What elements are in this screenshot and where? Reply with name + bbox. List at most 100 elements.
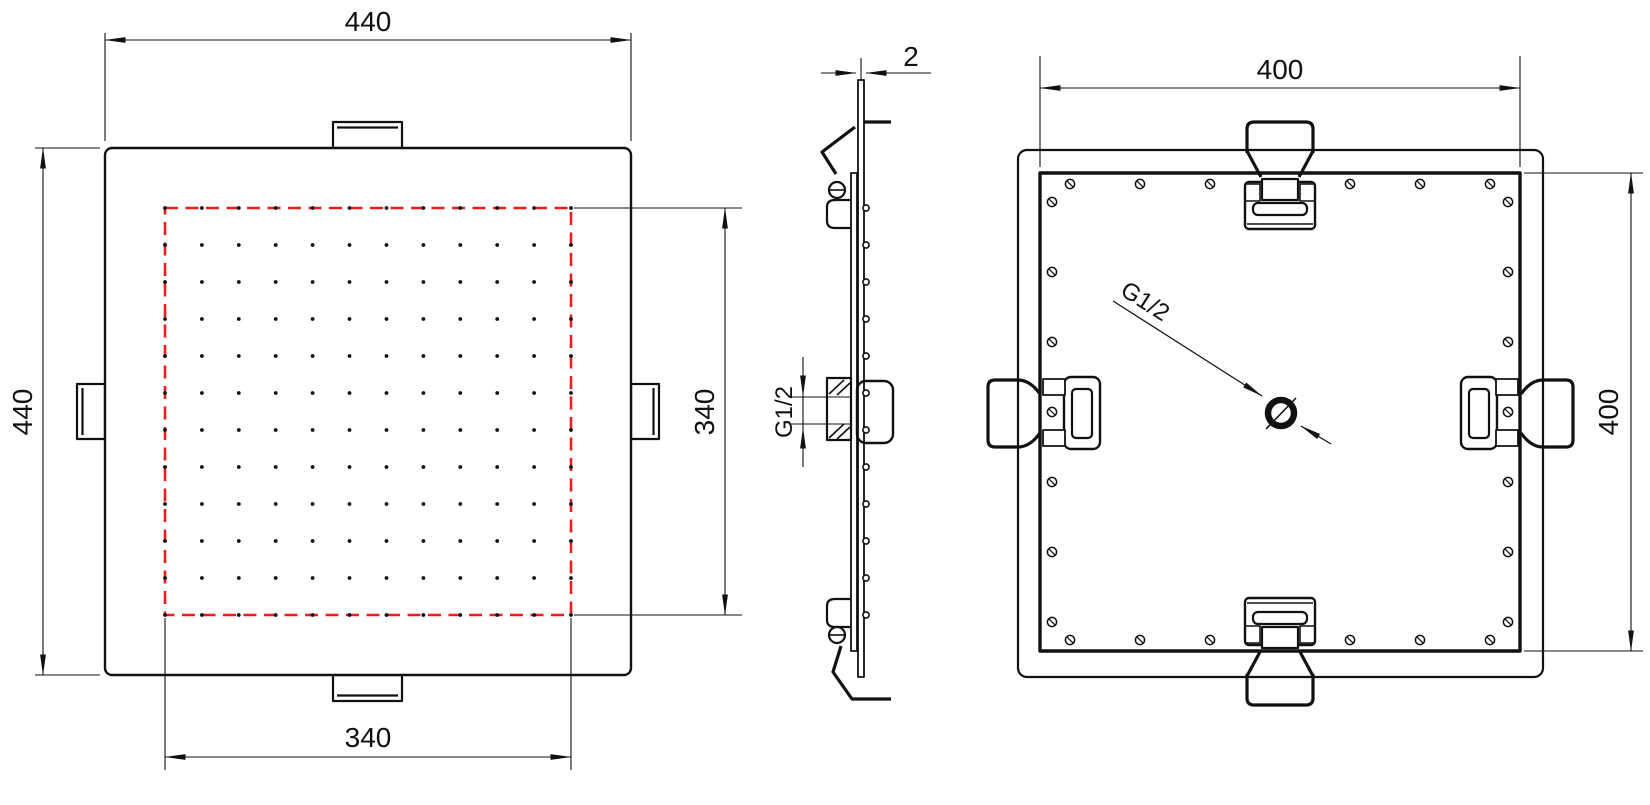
side-view: G1/2 2 xyxy=(771,41,931,701)
nozzle-dot xyxy=(495,428,500,432)
dim-label-front-height: 440 xyxy=(7,389,38,436)
side-nozzle-bump xyxy=(862,278,870,286)
nozzle-dot xyxy=(347,613,352,617)
screw xyxy=(1414,634,1426,646)
nozzle-dot xyxy=(273,539,278,543)
back-clip-left xyxy=(986,375,1102,451)
nozzle-dot xyxy=(421,280,426,284)
dim-label-spray-width: 340 xyxy=(345,722,392,753)
nozzle-dot xyxy=(273,465,278,469)
screw xyxy=(1204,178,1216,190)
nozzle-dot xyxy=(495,539,500,543)
screw xyxy=(1046,266,1058,278)
dim-label-front-width: 440 xyxy=(345,6,392,37)
nozzle-dot xyxy=(458,243,463,247)
nozzle-dot xyxy=(421,317,426,321)
nozzle-dot xyxy=(532,539,536,543)
nozzle-dot xyxy=(236,428,241,432)
nozzle-dot xyxy=(569,354,573,358)
thread-hatch xyxy=(836,382,851,396)
nozzle-dot xyxy=(236,576,241,580)
screw xyxy=(1344,178,1356,190)
dim-back-width: 400 xyxy=(1039,54,1521,167)
nozzle-dot xyxy=(421,354,426,358)
nozzle-dot xyxy=(310,539,315,543)
nozzle-dot xyxy=(236,243,241,247)
nozzle-dot xyxy=(200,465,204,469)
nozzle-dot xyxy=(532,317,536,321)
side-nozzle-bump xyxy=(862,574,870,582)
nozzle-dot xyxy=(532,576,536,580)
nozzle-dot xyxy=(163,502,167,506)
nozzle-dot xyxy=(384,317,389,321)
nozzle-dot xyxy=(347,206,352,210)
back-clip-right xyxy=(1459,375,1575,451)
nozzle-dot xyxy=(495,391,500,395)
nozzle-dot xyxy=(347,391,352,395)
nozzle-dot xyxy=(384,243,389,247)
screw xyxy=(1064,634,1076,646)
screw xyxy=(1134,178,1146,190)
nozzle-dot xyxy=(421,502,426,506)
side-top-clip-housing xyxy=(825,198,851,230)
g12-leader-line xyxy=(1112,300,1263,397)
clip-loop xyxy=(986,378,1042,449)
nozzle-dot xyxy=(347,280,352,284)
nozzle-dot xyxy=(347,539,352,543)
nozzle-dot xyxy=(532,243,536,247)
nozzle-dot xyxy=(163,243,167,247)
nozzle-dot xyxy=(384,465,389,469)
dim-label-back-width: 400 xyxy=(1257,54,1304,85)
thread-hatch xyxy=(828,379,845,395)
side-bottom-clip-housing xyxy=(825,597,851,629)
nozzle-dot xyxy=(569,280,573,284)
nozzle-dot xyxy=(163,280,167,284)
side-nozzle-bump xyxy=(862,500,870,508)
nozzle-dot xyxy=(569,428,573,432)
spray-area-outline xyxy=(163,206,573,617)
dim-label-back-height: 400 xyxy=(1593,389,1624,436)
nozzle-dot xyxy=(310,243,315,247)
nozzle-dot xyxy=(458,576,463,580)
nozzle-dot xyxy=(495,243,500,247)
nozzle-dot xyxy=(532,280,536,284)
dim-label-spray-height: 340 xyxy=(689,389,720,436)
nozzle-dot xyxy=(310,391,315,395)
front-tab-bottom xyxy=(331,673,404,703)
nozzle-dot xyxy=(569,243,573,247)
g12-leader-line-2 xyxy=(1300,425,1332,445)
nozzle-dot xyxy=(569,576,573,580)
screw-grid xyxy=(1046,178,1514,646)
nozzle-dot xyxy=(421,613,426,617)
nozzle-dot xyxy=(347,243,352,247)
nozzle-dot xyxy=(347,428,352,432)
nozzle-dot xyxy=(458,539,463,543)
nozzle-dot xyxy=(421,428,426,432)
dim-thread: G1/2 xyxy=(771,357,806,467)
side-nozzle-bump xyxy=(862,463,870,471)
nozzle-dot xyxy=(384,428,389,432)
clip-loop xyxy=(1519,378,1575,449)
nozzle-dot xyxy=(236,391,241,395)
nozzle-dot xyxy=(569,613,573,617)
nozzle-dot xyxy=(458,465,463,469)
nozzle-dot xyxy=(273,206,278,210)
back-view: G1/2 400 400 xyxy=(986,54,1643,707)
dim-thickness: 2 xyxy=(821,41,931,76)
front-tab-left xyxy=(75,382,107,441)
nozzle-dot xyxy=(458,391,463,395)
inlet-thread-block xyxy=(825,376,853,442)
screw xyxy=(1204,634,1216,646)
nozzle-dot xyxy=(347,354,352,358)
nozzle-dot xyxy=(310,317,315,321)
nozzle-dot xyxy=(495,465,500,469)
nozzle-dot xyxy=(200,539,204,543)
nozzle-dot xyxy=(384,206,389,210)
nozzle-dot xyxy=(495,317,500,321)
side-nozzle-bump xyxy=(862,537,870,545)
nozzle-dot xyxy=(532,354,536,358)
clip-slot xyxy=(1251,610,1309,626)
side-nozzle-bumps xyxy=(862,204,870,619)
nozzle-dot xyxy=(236,502,241,506)
